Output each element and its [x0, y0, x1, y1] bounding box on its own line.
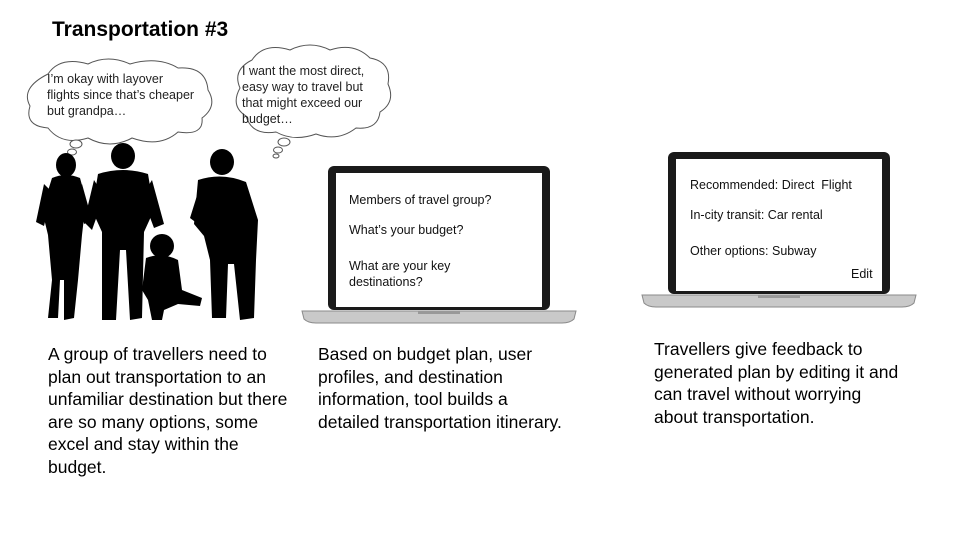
question-destinations: What are your key destinations?	[349, 259, 451, 289]
question-group-members: Members of travel group?	[349, 193, 492, 207]
laptop-icon	[641, 152, 917, 308]
result-other-options: Other options: Subway	[690, 244, 817, 258]
result-transit: In-city transit: Car rental	[690, 208, 823, 222]
page-title: Transportation #3	[52, 18, 229, 41]
edit-button[interactable]: Edit	[851, 267, 873, 281]
result-recommended: Recommended: Direct Flight	[690, 178, 852, 192]
caption-solution: Based on budget plan, user profiles, and…	[318, 344, 562, 432]
thought-bubble-icon	[235, 44, 392, 159]
laptop-icon	[301, 166, 577, 324]
question-budget: What’s your budget?	[349, 223, 464, 237]
caption-outcome: Travellers give feedback to generated pl…	[654, 339, 899, 427]
caption-problem: A group of travellers need to plan out t…	[48, 344, 288, 477]
family-silhouette-icon	[36, 143, 258, 320]
bubble-text-direct: I want the most direct, easy way to trav…	[242, 64, 365, 126]
bubble-text-layover: I’m okay with layover flights since that…	[47, 72, 195, 118]
